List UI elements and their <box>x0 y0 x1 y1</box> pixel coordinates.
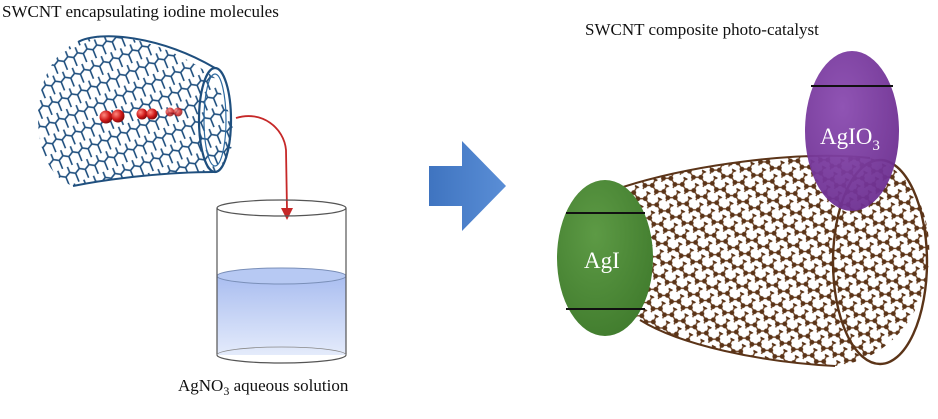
agi-band: AgI <box>557 180 653 336</box>
process-arrow-icon <box>429 141 506 231</box>
right-panel-title: SWCNT composite photo-catalyst <box>585 20 819 39</box>
pour-arrow <box>235 115 293 220</box>
left-panel-title: SWCNT encapsulating iodine molecules <box>2 2 279 21</box>
iodine-atom <box>146 108 158 120</box>
iodine-atom <box>136 108 148 120</box>
solution-liquid <box>217 275 346 355</box>
iodine-atom <box>99 110 113 124</box>
iodine-atom <box>173 107 183 117</box>
iodine-atom <box>111 109 125 123</box>
beaker <box>216 199 347 364</box>
left-swcnt-illustration <box>38 35 234 187</box>
agio3-label: AgIO3 <box>820 124 880 154</box>
iodine-atom <box>165 107 175 117</box>
liquid-surface <box>216 267 347 285</box>
agi-label: AgI <box>584 248 620 273</box>
agio3-band: AgIO3 <box>805 51 899 211</box>
solution-label: AgNO3 aqueous solution <box>178 376 349 398</box>
iodine-molecules <box>99 107 183 124</box>
